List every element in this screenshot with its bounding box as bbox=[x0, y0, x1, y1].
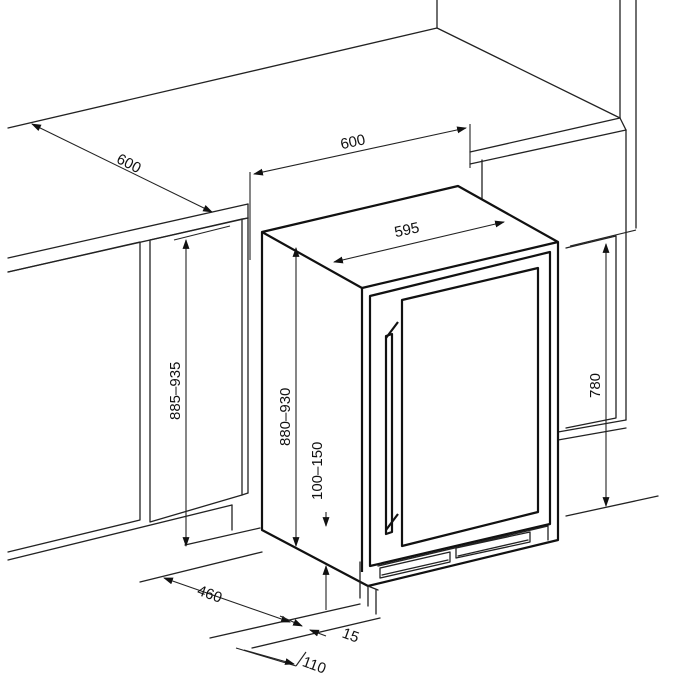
label-offset-small: 15 bbox=[340, 625, 361, 647]
label-appliance-width: 595 bbox=[393, 219, 421, 241]
label-appliance-height: 880–930 bbox=[277, 388, 294, 446]
appliance bbox=[260, 184, 560, 615]
label-cabinet-height: 885–935 bbox=[167, 362, 184, 420]
label-niche-width: 600 bbox=[339, 131, 367, 153]
label-appliance-depth: 460 bbox=[195, 582, 224, 607]
dim-appliance-depth: 460 bbox=[163, 577, 291, 623]
wall-outline bbox=[7, 0, 637, 229]
label-offset-plinth: 110 bbox=[300, 653, 328, 677]
dim-cabinet-height: 885–935 bbox=[167, 225, 231, 547]
dim-offset-plinth: 110 bbox=[235, 647, 328, 678]
label-counter-depth: 600 bbox=[114, 151, 144, 178]
label-base-height: 100–150 bbox=[309, 442, 326, 500]
dim-niche-width: 600 bbox=[249, 124, 471, 260]
dim-height-right: 780 bbox=[569, 229, 637, 507]
label-height-right: 780 bbox=[587, 373, 604, 398]
dim-counter-depth: 600 bbox=[31, 123, 213, 213]
left-cabinet bbox=[7, 217, 261, 561]
dim-offset-small: 15 bbox=[279, 615, 361, 647]
dim-appliance-height: 880–930 bbox=[277, 247, 300, 547]
dim-appliance-width: 595 bbox=[333, 219, 505, 264]
dim-base-height: 100–150 bbox=[309, 442, 330, 610]
